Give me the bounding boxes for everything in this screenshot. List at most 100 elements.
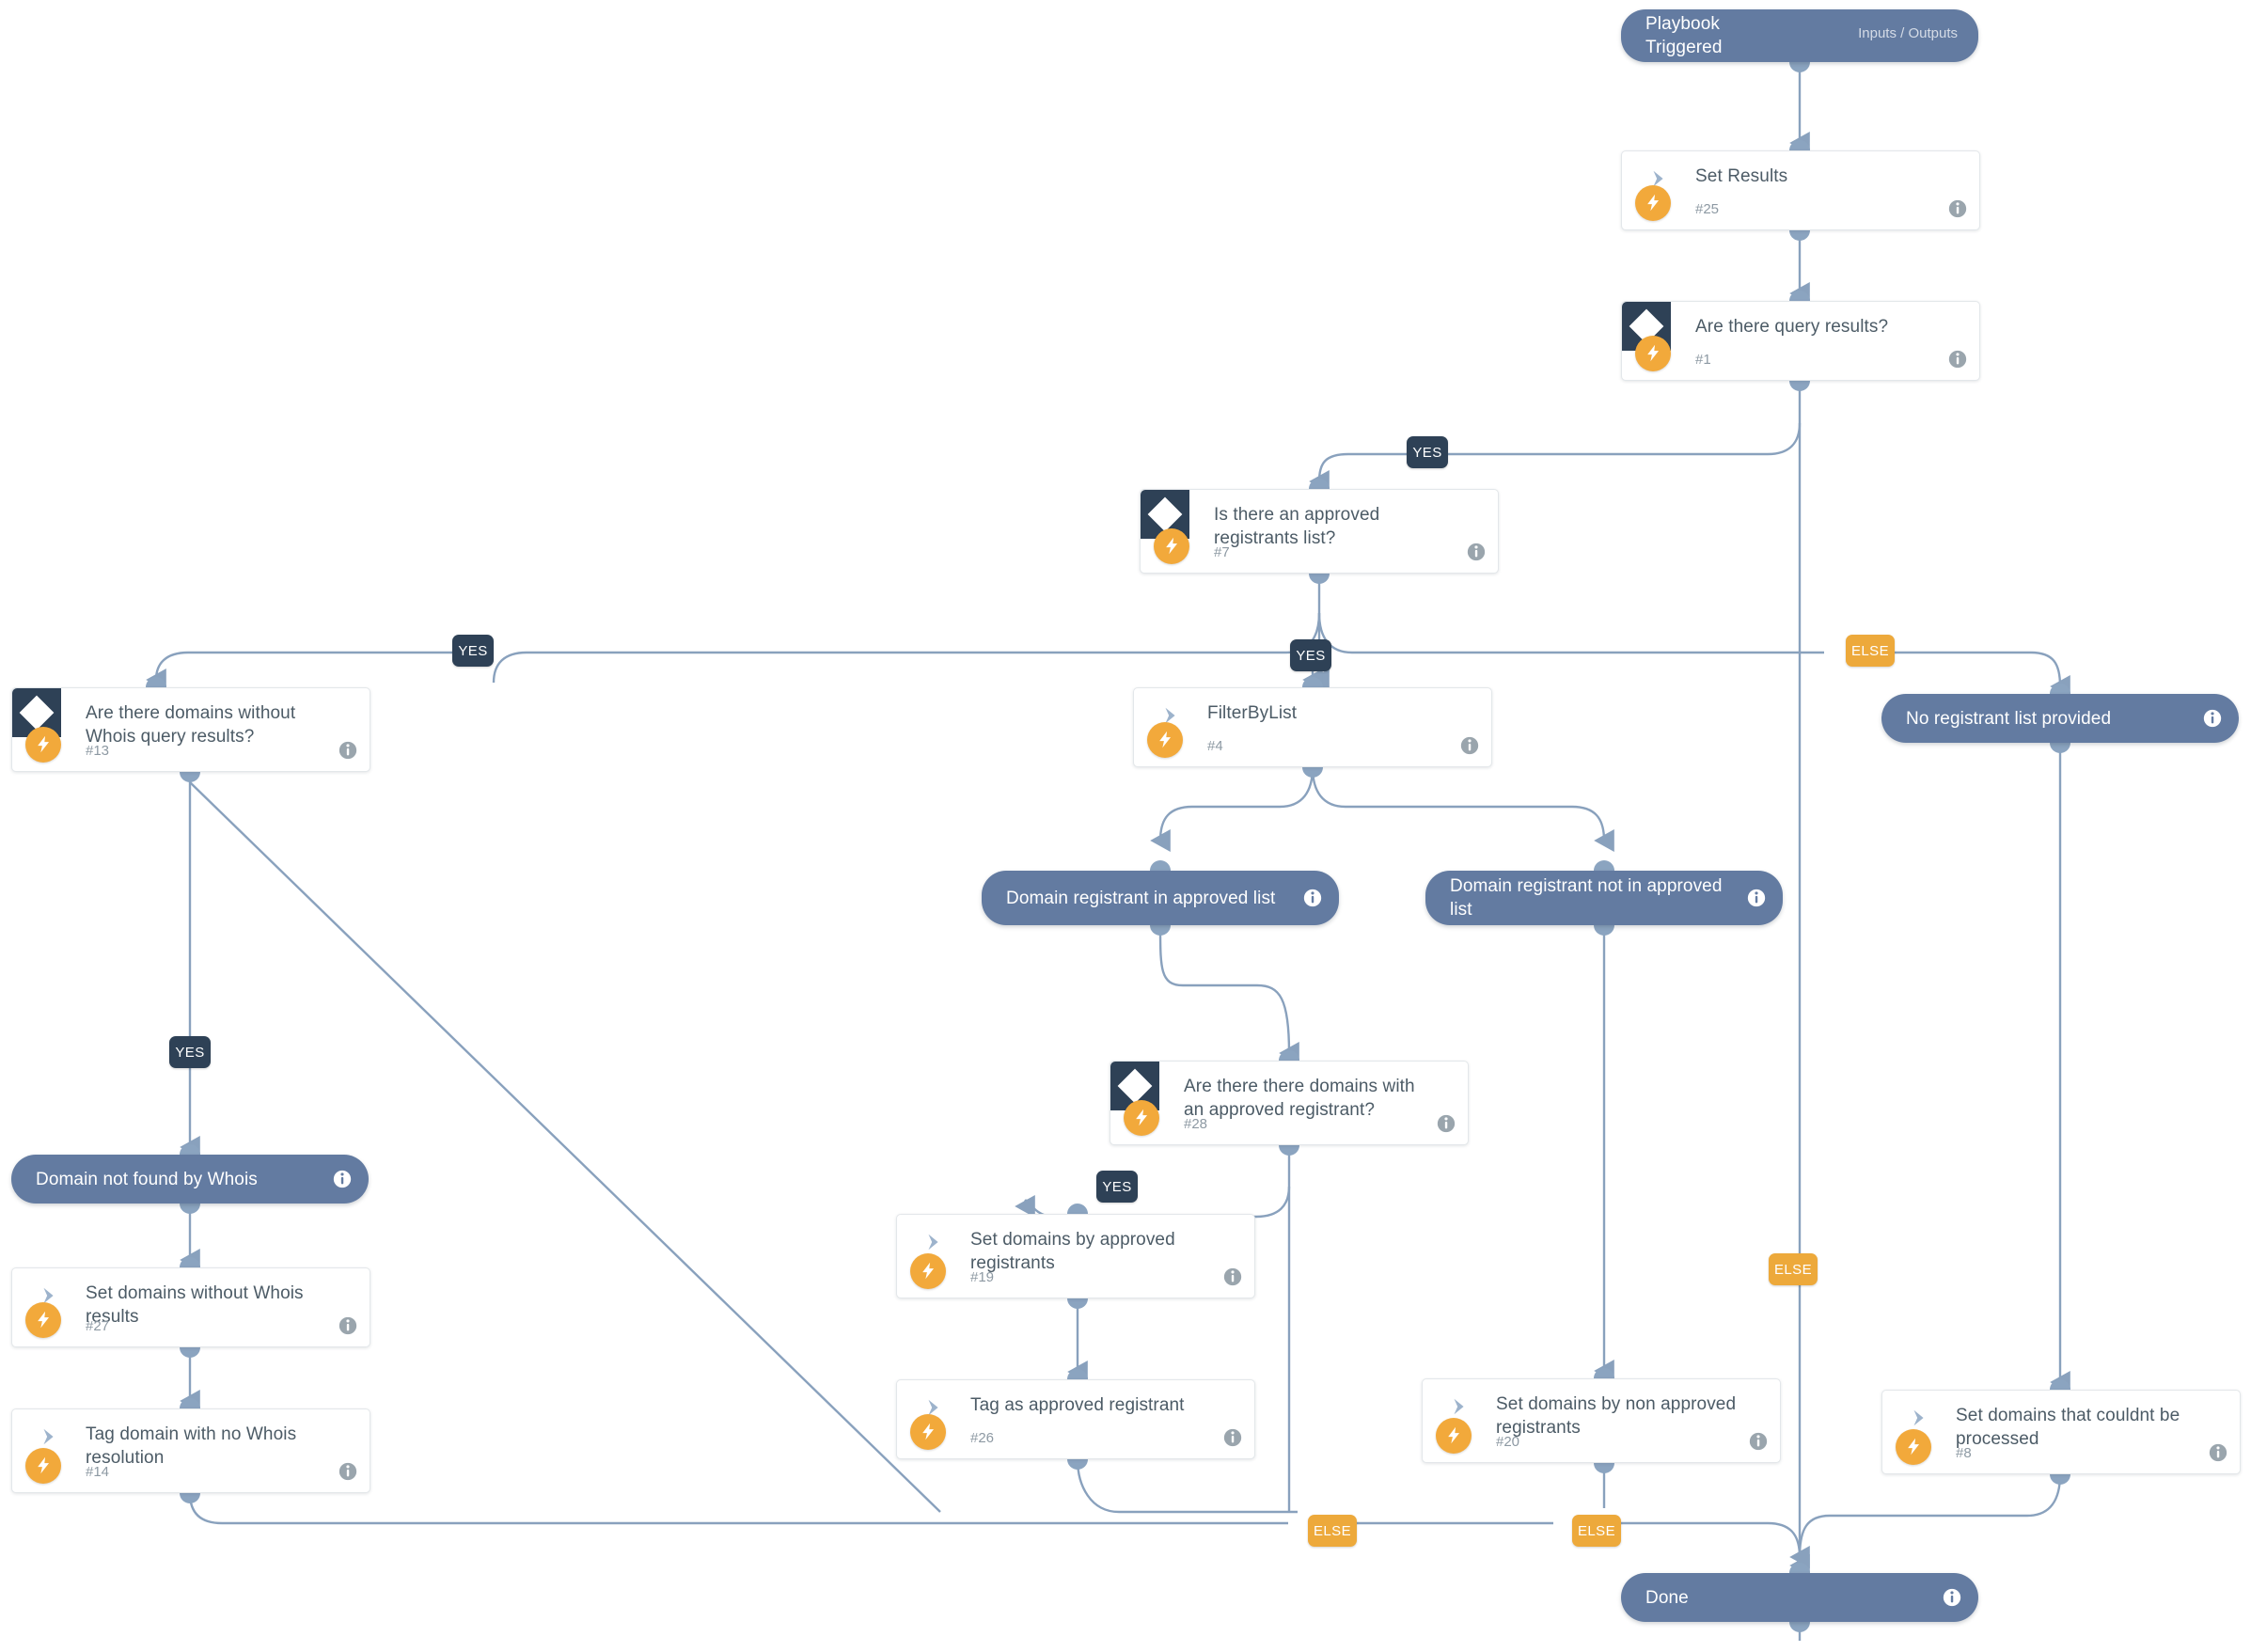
info-icon[interactable] <box>1223 1428 1242 1447</box>
node-title: Are there domains without Whois query re… <box>86 703 296 747</box>
info-icon <box>1223 1428 1242 1447</box>
node-title: Domain registrant in approved list <box>1006 888 1276 908</box>
chevron-right-icon <box>1913 1409 1924 1426</box>
chevron-right-icon <box>928 1234 938 1251</box>
edge-badge-yes-6: YES <box>1096 1171 1138 1203</box>
info-icon <box>1467 543 1486 561</box>
info-icon[interactable] <box>1943 1588 1961 1607</box>
info-icon <box>1948 199 1967 218</box>
decision-node-28[interactable]: Are there there domains with an approved… <box>1110 1061 1469 1145</box>
info-icon[interactable] <box>1948 350 1967 369</box>
lightning-bolt-icon <box>1448 1426 1460 1444</box>
node-number: #1 <box>1695 352 1711 368</box>
edge-badge-else-9: ELSE <box>1572 1515 1621 1547</box>
lightning-bolt-icon <box>1647 194 1660 212</box>
decision-node-7[interactable]: Is there an approved registrants list?#7 <box>1140 489 1499 574</box>
task-node-8[interactable]: Set domains that couldnt be processed#8 <box>1881 1390 2241 1474</box>
edge-badge-yes-2: YES <box>452 635 494 667</box>
pill-node-notfound[interactable]: Domain not found by Whois <box>11 1155 369 1204</box>
lightning-bolt-icon <box>38 1311 50 1329</box>
info-icon[interactable] <box>1749 1432 1768 1451</box>
pill-node-done[interactable]: Done <box>1621 1573 1978 1622</box>
lightning-bolt-icon <box>1166 537 1178 555</box>
lightning-bolt-icon <box>1896 1429 1931 1465</box>
task-node-27[interactable]: Set domains without Whois results#27 <box>11 1267 370 1347</box>
info-icon[interactable] <box>2203 709 2222 728</box>
pill-node-notinlist[interactable]: Domain registrant not in approved list <box>1425 871 1783 925</box>
lightning-bolt-icon <box>1635 336 1671 371</box>
lightning-bolt-icon <box>922 1423 935 1440</box>
chevron-right-icon <box>1160 705 1181 726</box>
info-icon[interactable] <box>2209 1443 2227 1462</box>
task-node-14[interactable]: Tag domain with no Whois resolution#14 <box>11 1408 370 1493</box>
edge-badge-yes-5: YES <box>169 1036 211 1068</box>
lightning-bolt-icon <box>1147 722 1183 758</box>
info-icon[interactable] <box>1948 199 1967 218</box>
info-icon[interactable] <box>1467 543 1486 561</box>
info-icon <box>2203 709 2222 728</box>
lightning-bolt-icon <box>1635 185 1671 221</box>
chevron-right-icon <box>39 1285 59 1306</box>
node-title: FilterByList <box>1207 703 1298 723</box>
chevron-right-icon <box>923 1232 944 1252</box>
info-icon <box>1948 350 1967 369</box>
lightning-bolt-icon <box>25 727 61 763</box>
node-title: Domain registrant not in approved list <box>1450 876 1723 920</box>
edge-badge-yes-3: YES <box>1290 639 1331 671</box>
task-node-25[interactable]: Set Results#25 <box>1621 150 1980 230</box>
info-icon[interactable] <box>338 1316 357 1335</box>
task-node-19[interactable]: Set domains by approved registrants#19 <box>896 1214 1255 1298</box>
node-number: #7 <box>1214 544 1230 560</box>
chevron-right-icon <box>39 1426 59 1447</box>
node-title: Tag domain with no Whois resolution <box>86 1424 297 1468</box>
decision-node-13[interactable]: Are there domains without Whois query re… <box>11 687 370 772</box>
info-icon <box>333 1170 352 1188</box>
node-number: #28 <box>1184 1116 1208 1132</box>
node-title: Set domains by approved registrants <box>970 1230 1175 1273</box>
chevron-right-icon <box>1454 1398 1464 1415</box>
info-icon[interactable] <box>333 1170 352 1188</box>
info-icon <box>1747 889 1766 907</box>
chevron-right-icon <box>928 1399 938 1416</box>
lightning-bolt-icon <box>25 1302 61 1338</box>
node-title: No registrant list provided <box>1906 708 2112 729</box>
info-icon <box>1943 1588 1961 1607</box>
chevron-right-icon <box>1653 170 1663 187</box>
lightning-bolt-icon <box>1647 344 1660 362</box>
chevron-right-icon <box>1909 1408 1929 1428</box>
inputs-outputs-label[interactable]: Inputs / Outputs <box>1858 25 1958 41</box>
pill-node-noreg[interactable]: No registrant list provided <box>1881 694 2239 743</box>
info-icon <box>1749 1432 1768 1451</box>
lightning-bolt-icon <box>1154 528 1189 564</box>
chevron-right-icon <box>43 1428 54 1445</box>
task-node-20[interactable]: Set domains by non approved registrants#… <box>1422 1378 1781 1463</box>
info-icon <box>2209 1443 2227 1462</box>
edge-badge-else-4: ELSE <box>1846 635 1895 667</box>
info-icon[interactable] <box>338 741 357 760</box>
lightning-bolt-icon <box>38 1456 50 1474</box>
edge-badge-else-8: ELSE <box>1308 1515 1357 1547</box>
chevron-right-icon <box>1648 168 1669 189</box>
info-icon <box>1303 889 1322 907</box>
info-icon[interactable] <box>1303 889 1322 907</box>
info-icon[interactable] <box>1223 1267 1242 1286</box>
chevron-right-icon <box>43 1287 54 1304</box>
task-node-4[interactable]: FilterByList#4 <box>1133 687 1492 767</box>
info-icon[interactable] <box>1747 889 1766 907</box>
lightning-bolt-icon <box>1124 1100 1159 1136</box>
lightning-bolt-icon <box>1159 731 1172 748</box>
info-icon <box>1223 1267 1242 1286</box>
info-icon[interactable] <box>1437 1114 1456 1133</box>
decision-node-1[interactable]: Are there query results?#1 <box>1621 301 1980 381</box>
pill-node-inlist[interactable]: Domain registrant in approved list <box>982 871 1339 925</box>
lightning-bolt-icon <box>1436 1418 1472 1454</box>
info-icon[interactable] <box>1460 736 1479 755</box>
lightning-bolt-icon <box>25 1448 61 1484</box>
node-number: #20 <box>1496 1434 1520 1450</box>
task-node-26[interactable]: Tag as approved registrant#26 <box>896 1379 1255 1459</box>
info-icon[interactable] <box>338 1462 357 1481</box>
node-number: #19 <box>970 1269 995 1285</box>
lightning-bolt-icon <box>922 1262 935 1280</box>
node-title: Is there an approved registrants list? <box>1214 505 1380 548</box>
